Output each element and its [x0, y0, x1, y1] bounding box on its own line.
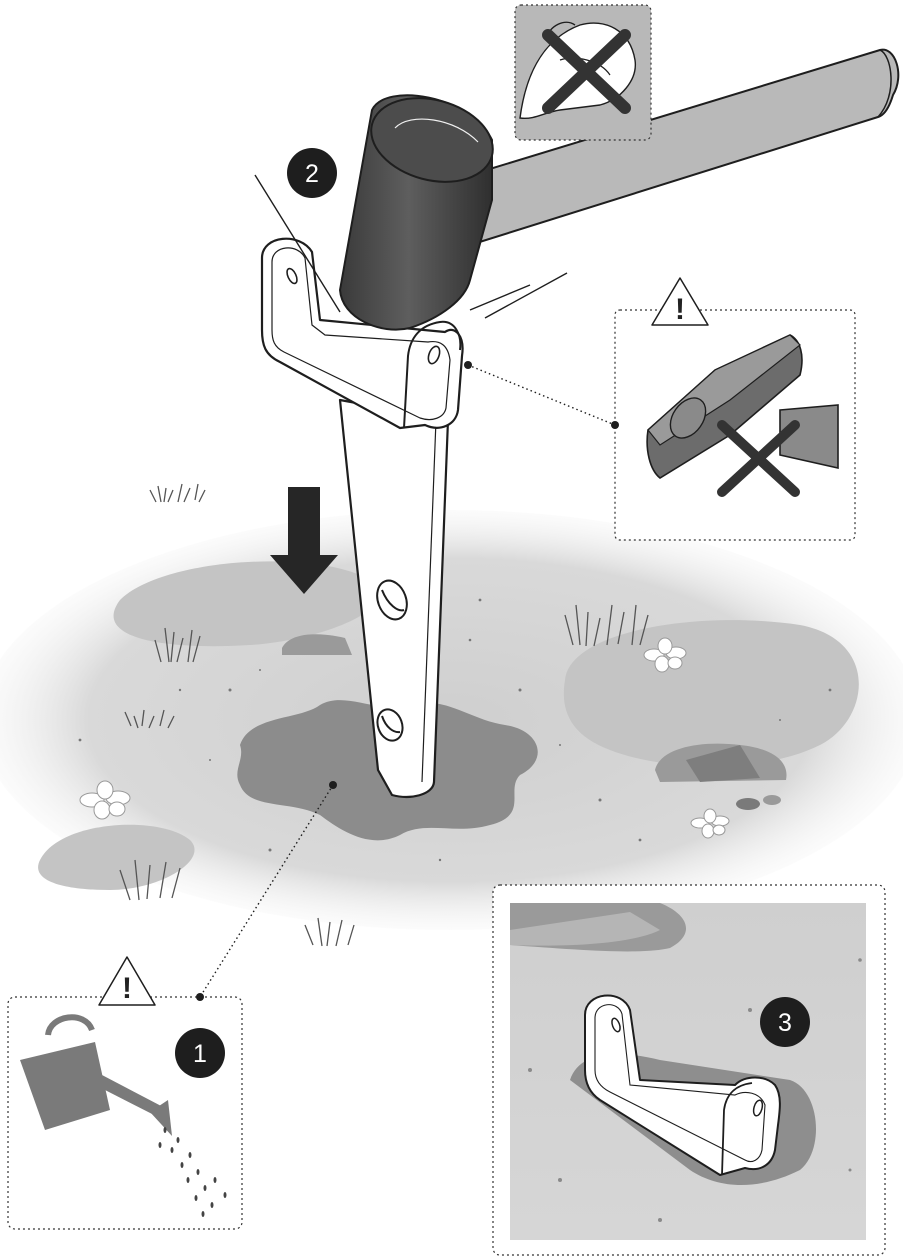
- step-1-badge: 1: [175, 1028, 225, 1078]
- pebble: [763, 795, 781, 805]
- step-3-badge: 3: [760, 997, 810, 1047]
- step-3-number: 3: [778, 1009, 792, 1037]
- leader-line-right: [464, 361, 619, 429]
- metal-hammer-warning-inset: !: [615, 278, 855, 540]
- warning-mark: !: [675, 293, 685, 326]
- watering-inset: ! 1: [8, 957, 242, 1229]
- step-3-inset: 3: [493, 885, 885, 1255]
- step-2-badge: 2: [287, 148, 337, 198]
- step-1-number: 1: [193, 1040, 207, 1068]
- no-force-inset: [515, 5, 651, 140]
- step-2-number: 2: [305, 160, 319, 188]
- rubber-mallet-icon: [340, 85, 502, 329]
- ground-scene: [0, 484, 903, 946]
- warning-mark: !: [122, 972, 132, 1005]
- warning-triangle-icon: !: [652, 278, 708, 326]
- warning-triangle-icon: !: [99, 957, 155, 1005]
- pebble: [736, 798, 760, 810]
